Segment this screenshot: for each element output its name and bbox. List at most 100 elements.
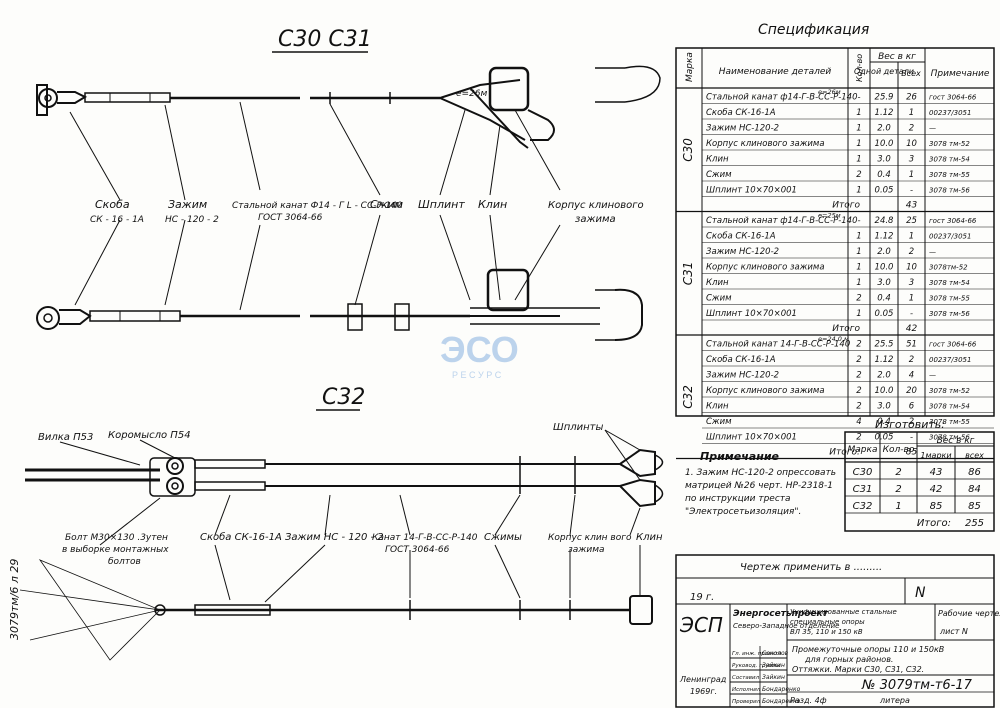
spec-row-name: Шплинт 10×70×001 [706, 309, 797, 319]
stamp-role-left: Составил [732, 675, 760, 681]
label-e26: е=26м [456, 89, 488, 99]
label-skoba-code: СК - 16 - 1А [90, 215, 144, 225]
spec-row-note: — [929, 125, 936, 133]
title-c30-c31: С30 С31 [278, 27, 372, 52]
label-kanat-a: Стальной канат Ф14 - Г L - СС-Р-140 [232, 201, 403, 211]
label-shplint: Шплинт [418, 198, 465, 211]
spec-row-name: Клин [706, 278, 729, 288]
stamp-org-a: Энергосетьпроект [733, 609, 829, 619]
label-skoba: Скоба [95, 198, 130, 211]
label-szhimy: Сжимы [484, 532, 522, 543]
spec-row-note: 00237/3051 [929, 356, 971, 364]
spec-total-value: 43 [906, 201, 918, 211]
spec-total-value: 42 [906, 324, 918, 334]
spec-row-all: 25 [906, 216, 917, 226]
stamp-year: 19 г. [690, 592, 714, 603]
stamp-n: N [915, 585, 926, 601]
stamp-apply: Чертеж применить в ......... [740, 562, 882, 573]
stamp-role-right: Зайкин [762, 674, 785, 681]
spec-row-qty: 2 [856, 294, 861, 304]
spec-row-one: 0.4 [877, 170, 891, 180]
stamp-title-a: Промежуточные опоры 110 и 150кВ [792, 645, 944, 654]
spec-row-note: 3078 тм-54 [929, 156, 970, 164]
leader-lines-lower [59, 429, 641, 603]
spec-row-note: — [929, 248, 936, 256]
spec-row-name: Зажим НС-120-2 [706, 124, 779, 134]
leader-lines-upper [69, 101, 561, 311]
make-row-all: 85 [968, 501, 981, 512]
label-kanat-lower-a: Канат 14-Г-В-СС-Р-140 [372, 533, 478, 543]
spec-row-qty: - [857, 93, 860, 103]
spec-row-all: 1 [909, 232, 914, 242]
label-bolt-a: Болт М30×130 .3утен [65, 533, 168, 543]
label-korpus-a: Корпус клинового [548, 200, 644, 211]
spec-row-name: Шплинт 10×70×001 [706, 433, 797, 443]
spec-row-qty: 1 [856, 247, 861, 257]
stamp-project-a: Унифицированные стальные [790, 608, 897, 616]
spec-row-note: 3078 тм-52 [929, 140, 970, 148]
spec-row-all: - [910, 186, 913, 196]
spec-group-marka: С32 [681, 385, 695, 409]
make-row-one: 42 [930, 484, 943, 495]
make-col-qty: Кол-во [883, 445, 915, 455]
spec-row-one: 10.0 [875, 139, 894, 149]
spec-col-name: Наименование деталей [719, 67, 832, 77]
spec-row-all: 1 [909, 294, 914, 304]
spec-row-qty: 2 [856, 340, 861, 350]
label-koromyslo: Коромысло П54 [108, 430, 191, 441]
stamp-role-right: Зайкин [762, 662, 785, 669]
label-shplinty: Шплинты [553, 422, 603, 433]
spec-row-qty: 2 [856, 371, 861, 381]
spec-row-all: 10 [906, 263, 917, 273]
spec-col-note: Примечание [931, 69, 990, 79]
stamp-work: Рабочие чертежи [938, 609, 1000, 618]
spec-row-note: 3078 тм-55 [929, 295, 970, 303]
spec-row-qty: 1 [856, 108, 861, 118]
make-col-all: всех [965, 451, 984, 460]
note-line-1: 1. Зажим НС-120-2 опрессовать [685, 468, 836, 478]
spec-row-note: 3078тм-52 [929, 264, 968, 272]
label-klin-lower: Клин [636, 532, 663, 543]
spec-row-all: - [910, 309, 913, 319]
stamp-role-left: Руковод. группы [732, 663, 781, 669]
spec-row-one: 25.5 [875, 340, 894, 350]
make-row-marka: С32 [853, 501, 873, 512]
spec-row-all: - [910, 433, 913, 443]
label-zazhim-lower: Зажим НС - 120 - 2 [285, 532, 384, 543]
note-title: Примечание [700, 450, 780, 463]
stamp-org-b: Северо-Западное отделение [733, 622, 839, 630]
spec-row-sub: е=25м [818, 212, 841, 220]
stamp-role-left: Гл. инж. проекта [732, 651, 782, 657]
spec-row-qty: 1 [856, 155, 861, 165]
spec-row-name: Сжим [706, 294, 732, 304]
spec-row-note: — [929, 372, 936, 380]
spec-row-name: Стальной канат ф14-Г-В-СС-Р-140 [706, 216, 858, 226]
spec-row-qty: 4 [856, 417, 861, 427]
spec-row-name: Шплинт 10×70×001 [706, 186, 797, 196]
spec-row-one: 3.0 [877, 155, 891, 165]
spec-row-all: 26 [906, 93, 917, 103]
spec-col-all: Всех [901, 69, 921, 78]
stamp-sheet: лист N [939, 627, 968, 636]
make-col-one: 1марки [920, 451, 951, 460]
make-row-qty: 1 [895, 501, 901, 512]
label-skoba-lower: Скоба СК-16-1А [200, 531, 282, 543]
spec-row-all: 10 [906, 139, 917, 149]
label-bolt-b: в выборке монтажных [62, 545, 169, 555]
spec-frame [675, 47, 995, 417]
spec-row-name: Сжим [706, 170, 732, 180]
spec-row-note: 3078 тм-55 [929, 171, 970, 179]
spec-row-note: 00237/3051 [929, 233, 971, 241]
spec-row-all: 2 [909, 247, 914, 257]
spec-row-all: 3 [909, 155, 914, 165]
label-kanat-b: ГОСТ 3064-66 [258, 213, 323, 223]
spec-row-name: Стальной канат ф14-Г-В-СС-Р-140 [706, 93, 858, 103]
stamp-number: № 3079тм-т6-17 [861, 678, 973, 693]
spec-row-note: 3078 тм-56 [929, 310, 970, 318]
spec-group-marka: С30 [681, 138, 695, 162]
stamp-project-c: ВЛ 35, 110 и 150 кВ [790, 628, 863, 636]
spec-row-name: Стальной канат 14-Г-В-СС-Р-140 [706, 340, 850, 350]
spec-total-label: Итого [832, 324, 860, 334]
stamp-city: Ленинград [679, 675, 727, 684]
